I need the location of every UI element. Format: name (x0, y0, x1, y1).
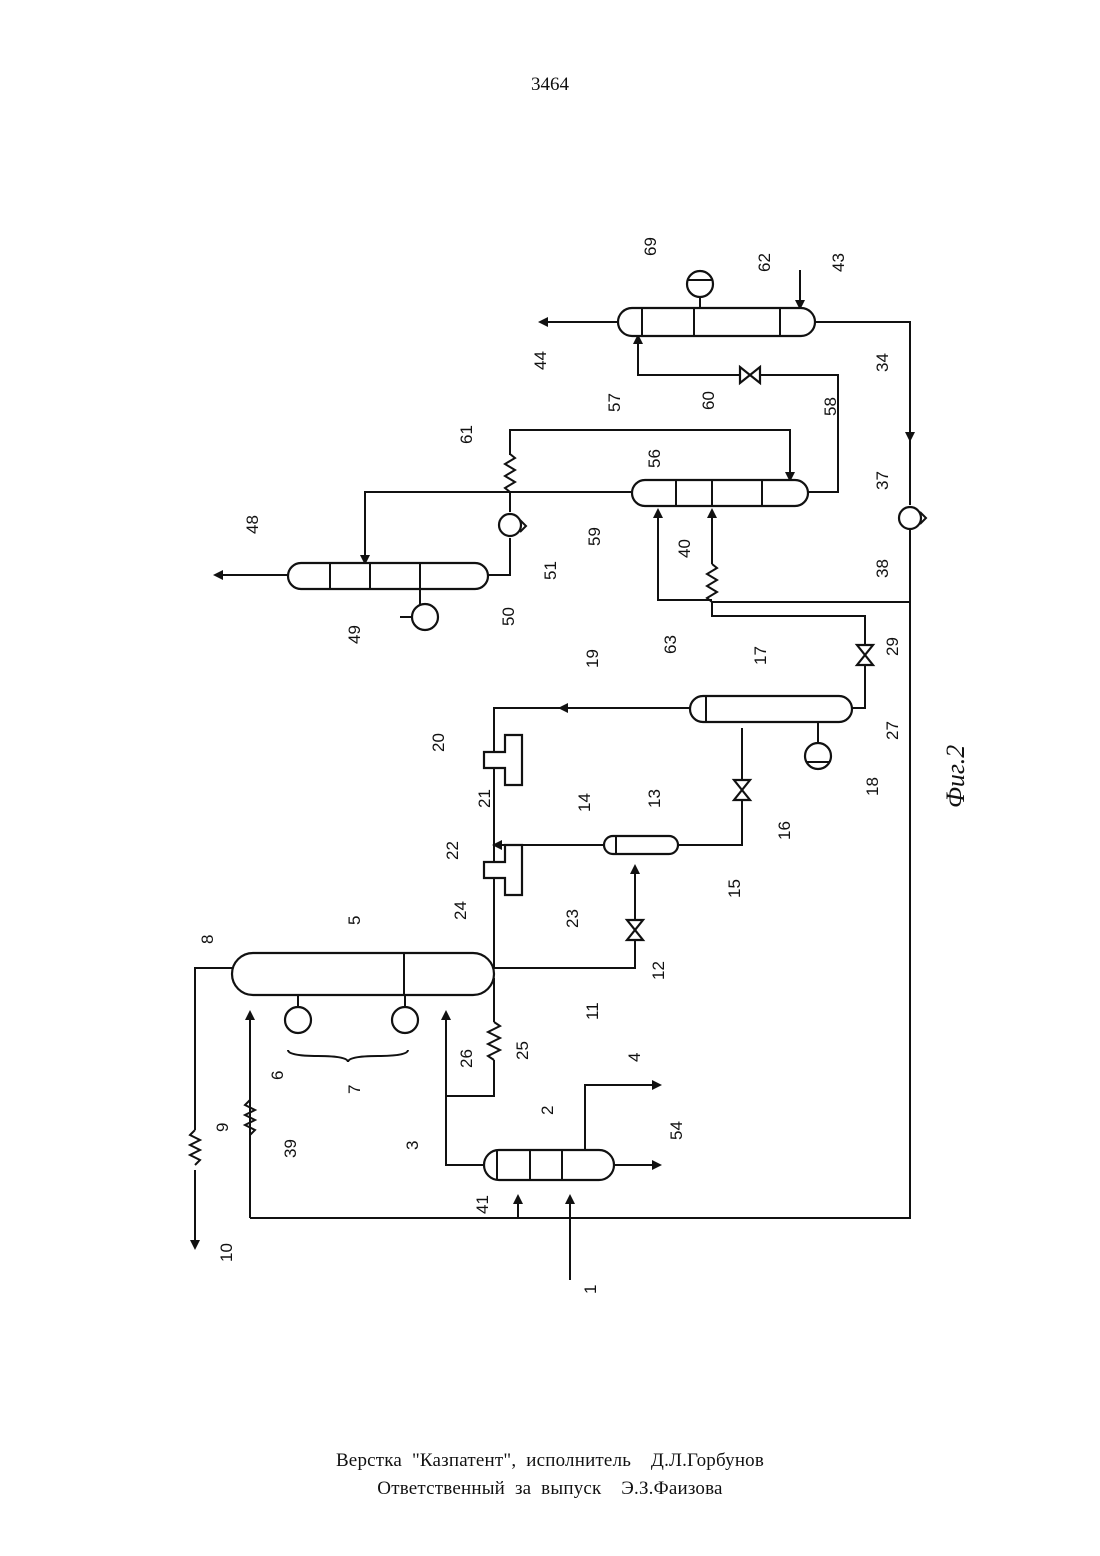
label-4: 4 (625, 1053, 644, 1062)
label-37: 37 (873, 471, 892, 490)
label-12: 12 (649, 961, 668, 980)
pump-37 (899, 507, 921, 529)
label-20: 20 (429, 733, 448, 752)
label-44: 44 (531, 351, 550, 370)
label-57: 57 (605, 393, 624, 412)
label-49: 49 (345, 625, 364, 644)
label-50: 50 (499, 607, 518, 626)
column-2 (484, 1150, 614, 1180)
footer: Верстка "Казпатент", исполнитель Д.Л.Гор… (0, 1447, 1100, 1503)
label-29: 29 (883, 637, 902, 656)
label-11: 11 (583, 1002, 602, 1020)
footer-layout-line: Верстка "Казпатент", исполнитель Д.Л.Гор… (0, 1447, 1100, 1475)
label-39: 39 (281, 1139, 300, 1158)
label-41: 41 (473, 1195, 492, 1214)
reference-labels: 1 2 3 4 5 6 7 8 9 10 11 12 13 14 15 16 1… (198, 237, 902, 1294)
figure-caption: Фиг.2 (941, 745, 970, 808)
label-54: 54 (667, 1121, 686, 1140)
label-5: 5 (345, 916, 364, 925)
label-38: 38 (873, 559, 892, 578)
label-7: 7 (345, 1085, 364, 1094)
label-18: 18 (863, 777, 882, 796)
label-22: 22 (443, 841, 462, 860)
label-9: 9 (213, 1123, 232, 1132)
label-56: 56 (645, 449, 664, 468)
label-8: 8 (198, 935, 217, 944)
label-59: 59 (585, 527, 604, 546)
label-17: 17 (751, 646, 770, 665)
label-16: 16 (775, 821, 794, 840)
label-34: 34 (873, 353, 892, 372)
label-1: 1 (581, 1285, 600, 1294)
label-25: 25 (513, 1041, 532, 1060)
label-40: 40 (675, 539, 694, 558)
label-27: 27 (883, 721, 902, 740)
label-14: 14 (575, 793, 594, 812)
label-69: 69 (641, 237, 660, 256)
label-62: 62 (755, 253, 774, 272)
label-21: 21 (475, 789, 494, 808)
column-5 (232, 953, 494, 995)
label-15: 15 (725, 879, 744, 898)
label-26: 26 (457, 1049, 476, 1068)
footer-responsible-line: Ответственный за выпуск Э.З.Фаизова (0, 1475, 1100, 1503)
column-62 (618, 308, 815, 336)
label-6: 6 (268, 1071, 287, 1080)
label-3: 3 (403, 1141, 422, 1150)
column-56 (632, 480, 808, 506)
label-51: 51 (541, 561, 560, 580)
label-63: 63 (661, 635, 680, 654)
column-49 (288, 563, 488, 589)
label-43: 43 (829, 253, 848, 272)
label-23: 23 (563, 909, 582, 928)
pump-51 (499, 514, 521, 536)
label-10: 10 (217, 1243, 236, 1262)
label-60: 60 (699, 391, 718, 410)
label-19: 19 (583, 649, 602, 668)
label-24: 24 (451, 901, 470, 920)
label-58: 58 (821, 397, 840, 416)
nozzle-23 (484, 845, 522, 895)
label-61: 61 (457, 425, 476, 444)
label-13: 13 (645, 789, 664, 808)
nozzle-20 (484, 735, 522, 785)
process-lines (190, 270, 910, 1280)
label-48: 48 (243, 515, 262, 534)
column-17 (690, 696, 852, 722)
label-2: 2 (538, 1106, 557, 1115)
